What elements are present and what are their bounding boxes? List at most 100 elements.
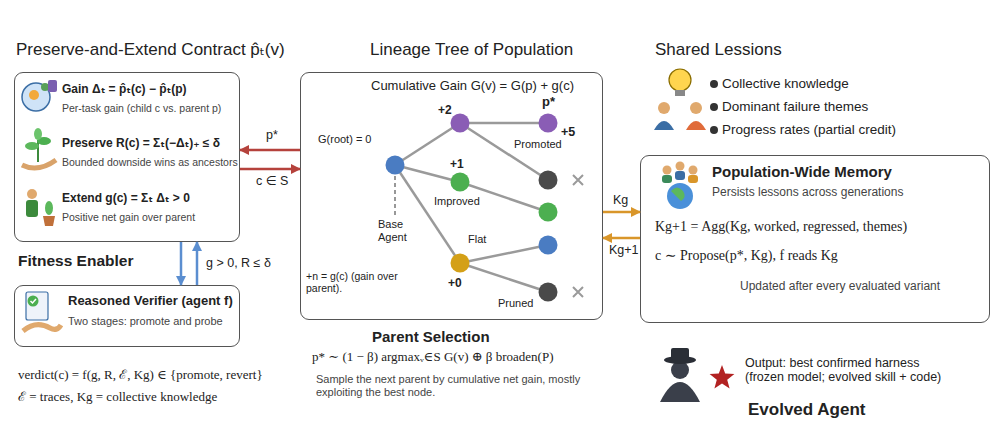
star-symbol (710, 365, 735, 389)
bullet (710, 80, 718, 88)
plant-leaf (34, 128, 42, 140)
text-label: Shared Lessions (655, 40, 782, 60)
text-label: Parent Selection (372, 328, 490, 345)
flow-arrow (180, 242, 183, 285)
person-head (690, 102, 702, 114)
person-body (654, 121, 674, 130)
plant-leaf (45, 201, 53, 215)
node-text: Positive net gain over parent (62, 211, 195, 223)
edge-label: Kg (613, 193, 628, 207)
edge-label: Kg+1 (609, 243, 639, 257)
text-label: ℰ = traces, Kg = collective knowledge (18, 390, 217, 405)
text-label: Fitness Enabler (18, 252, 133, 270)
node-heading: Reasoned Verifier (agent f) (68, 294, 233, 309)
tree-node (451, 173, 470, 192)
flow-arrow (240, 149, 300, 152)
edge-label: c ∈ S (256, 174, 288, 188)
text-label: p* (542, 95, 555, 110)
globe-icon (667, 183, 693, 209)
tree-branch (460, 245, 548, 263)
detective-hat (671, 348, 689, 360)
tree-branch (460, 263, 548, 292)
detective-hat-brim (664, 356, 696, 364)
tree-branch (395, 165, 460, 263)
text-label: Dominant failure themes (722, 99, 868, 115)
tree-branch (460, 122, 548, 125)
detective-coat (660, 382, 700, 402)
text-label: p* ∼ (1 − β) argmaxᵥ∈S G(v) ⊕ β broaden(… (312, 350, 553, 365)
lightbulb-base (675, 90, 685, 96)
flow-arrow (196, 242, 199, 285)
text-label: +5 (561, 125, 575, 139)
prune-mark (573, 175, 583, 185)
flow-arrow (603, 237, 640, 240)
check-mark (31, 299, 37, 303)
person-head (676, 162, 685, 171)
text-label: G(root) = 0 (318, 133, 372, 146)
node-text: Gain Δₜ = p̂ₜ(c) − p̂ₜ(p) (62, 83, 187, 97)
person-head (663, 166, 672, 175)
node-text: Kg+1 = Agg(Kg, worked, regressed, themes… (655, 219, 907, 235)
text-label: Improved (434, 195, 480, 208)
check-badge (28, 296, 39, 307)
bullet (710, 126, 718, 134)
text-label: Output: best confirmed harness (frozen m… (745, 356, 950, 385)
handshake-icon (23, 325, 61, 331)
person-body (675, 171, 685, 180)
text-label: Sample the next parent by cumulative net… (316, 373, 601, 398)
node-heading: Population-Wide Memory (712, 163, 892, 180)
tree-node (539, 203, 558, 222)
text-label: Evolved Agent (748, 400, 865, 420)
gear-icon (29, 90, 39, 100)
text-label: +2 (438, 104, 452, 118)
person-body (26, 200, 38, 217)
text-label: Base Agent (378, 218, 418, 243)
hand-icon (22, 160, 56, 168)
dashed-leader (394, 176, 396, 215)
person-body (686, 121, 706, 130)
text-label: Flat (468, 233, 486, 246)
node-text: Persists lessons across generations (712, 186, 903, 200)
flow-arrow (603, 211, 640, 214)
tree-node (539, 283, 558, 302)
edge-label: g > 0, R ≤ δ (206, 256, 271, 270)
node-heading: Preserve-and-Extend Contract p̂ₜ(v) (16, 40, 285, 60)
text-label: +1 (450, 158, 464, 172)
document-icon (26, 292, 48, 320)
detective-head (671, 361, 689, 379)
process-box: Reasoned Verifier (agent f) Two stages: p… (14, 285, 240, 347)
person-body (688, 175, 698, 183)
tree-node (539, 114, 558, 133)
node-text: Cumulative Gain G(v) = G(p) + g(c) (371, 79, 574, 94)
plant-pot (43, 216, 55, 226)
tree-node (386, 156, 405, 175)
tree-node (451, 254, 470, 273)
node-text: Preserve R(c) = Σₜ(−Δₜ)₊ ≤ δ (62, 137, 220, 151)
text-label: Promoted (514, 138, 562, 151)
plant-leaf (37, 137, 51, 145)
flow-arrow (240, 168, 300, 171)
node-text: Per-task gain (child c vs. parent p) (62, 102, 221, 114)
text-label: Pruned (498, 297, 533, 310)
text-label: +0 (448, 277, 462, 291)
tree-node (539, 171, 558, 190)
globe-land (671, 188, 685, 202)
person-head (689, 166, 698, 175)
node-text: Two stages: promote and probe (68, 315, 223, 328)
chart-icon (48, 80, 57, 92)
text-label: Collective knowledge (722, 76, 849, 92)
text-label: verdict(c) = f(g, R, ℰ, Kg) ∈ {promote, … (18, 368, 263, 383)
node-text: Bounded downside wins as ancestors (62, 156, 238, 168)
person-head (658, 102, 670, 114)
plant-stem (37, 140, 39, 162)
node-text: Extend g(c) = Σₜ Δₜ > 0 (62, 192, 190, 206)
node-text: c ∼ Propose(p*, Kg), f reads Kg (655, 248, 838, 264)
node-heading: Lineage Tree of Population (370, 40, 573, 60)
node-text: Updated after every evaluated variant (740, 280, 940, 294)
process-box: Preserve-and-Extend Contract p̂ₜ(v)Gain … (14, 72, 240, 242)
text-label: +n = g(c) (gain over parent). (306, 270, 398, 294)
head-icon (22, 83, 50, 111)
text-label: Progress rates (partial credit) (722, 122, 896, 138)
lightbulb-icon (669, 69, 691, 91)
